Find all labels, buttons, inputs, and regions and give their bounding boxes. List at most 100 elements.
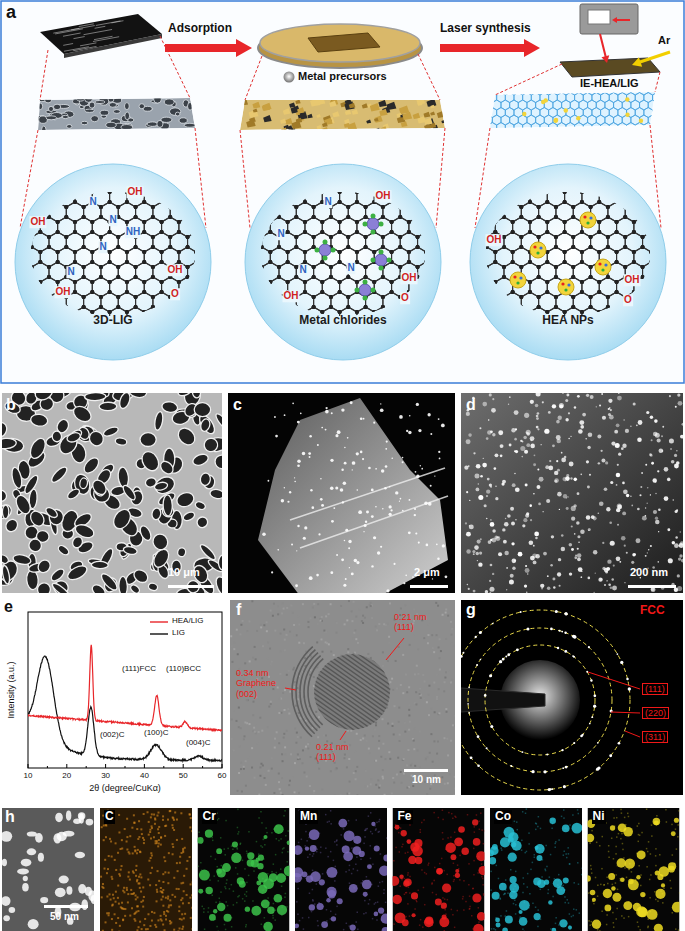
nanoparticle	[589, 474, 591, 476]
nanoparticle	[524, 450, 528, 454]
noise	[328, 643, 330, 645]
noise	[419, 693, 421, 695]
nanoparticle	[577, 553, 582, 558]
noise	[243, 738, 245, 740]
nanoparticle	[277, 549, 279, 551]
laser-window	[588, 10, 610, 24]
noise	[294, 762, 296, 764]
lattice-ring	[648, 130, 657, 140]
diffraction-spot	[477, 735, 480, 738]
nanoparticle	[377, 551, 380, 554]
noise	[294, 634, 296, 636]
noise	[426, 701, 428, 703]
lattice-ring	[492, 85, 501, 95]
nanoparticle	[523, 518, 527, 522]
nanoparticle	[501, 482, 504, 485]
noise	[362, 615, 364, 617]
eds-signal	[149, 831, 151, 833]
fringe	[303, 654, 405, 725]
pore	[36, 558, 53, 575]
nanoparticle	[375, 468, 377, 470]
leader-line	[588, 672, 640, 689]
pore	[200, 472, 212, 486]
noise	[419, 766, 421, 768]
zoom-line	[240, 130, 250, 228]
lattice-ring	[549, 138, 558, 148]
pore	[2, 420, 9, 440]
axis-tick	[47, 766, 48, 768]
lattice-ring	[644, 138, 653, 148]
stem-ground	[461, 393, 683, 593]
nanoparticle	[294, 481, 296, 483]
noise	[445, 638, 447, 640]
nanoparticle	[598, 462, 600, 464]
stem-image	[461, 393, 683, 593]
sheet-streak	[84, 29, 113, 34]
lattice-ring	[670, 138, 679, 148]
nanoparticle	[348, 540, 351, 543]
noise	[370, 783, 372, 785]
nanoparticle	[289, 491, 291, 493]
noise	[296, 732, 298, 734]
pore	[46, 116, 57, 120]
nanoparticle	[341, 408, 344, 411]
noise	[340, 605, 342, 607]
nanoparticle	[492, 433, 495, 436]
diffraction-spot	[562, 767, 564, 769]
noise	[277, 613, 279, 615]
diffraction-spot	[548, 788, 551, 791]
noise	[265, 784, 267, 786]
nanoparticle	[645, 507, 646, 508]
nanoparticle	[617, 396, 622, 401]
pore	[194, 402, 211, 417]
noise	[428, 623, 430, 625]
diffraction-spot	[510, 765, 512, 767]
lattice-ring	[627, 123, 636, 133]
nanoparticle	[325, 429, 327, 431]
pore	[213, 575, 222, 593]
eds-signal	[118, 831, 120, 833]
process-arrow	[165, 39, 252, 57]
nanoparticle	[596, 406, 597, 407]
diffraction-spot	[559, 630, 561, 632]
fringe	[274, 696, 376, 767]
diffraction-spot	[468, 687, 470, 689]
noise	[280, 633, 282, 635]
noise	[241, 791, 243, 793]
noise	[237, 722, 239, 724]
nanoparticle	[669, 439, 674, 444]
noise	[413, 740, 415, 742]
noise	[317, 736, 319, 738]
noise	[428, 694, 430, 696]
nanoparticle	[347, 437, 349, 439]
pore	[66, 487, 81, 501]
nanoparticle	[533, 463, 536, 466]
sheet-streak	[73, 46, 97, 50]
particle	[9, 907, 16, 913]
pore	[154, 411, 165, 431]
noise	[455, 715, 456, 717]
noise	[318, 768, 320, 770]
noise	[281, 753, 283, 755]
nanoparticle	[318, 533, 320, 535]
noise	[356, 766, 358, 768]
noise	[391, 678, 393, 680]
nanoparticle	[618, 453, 621, 456]
pore	[188, 102, 193, 110]
nanoparticle	[682, 423, 683, 426]
pore	[85, 393, 106, 401]
noise	[317, 623, 319, 625]
nanoparticle	[522, 441, 524, 443]
zoom-line	[245, 56, 262, 100]
nanoparticle	[657, 470, 659, 472]
nanoparticle	[380, 546, 382, 548]
curves	[28, 645, 222, 761]
nanoparticle	[667, 478, 671, 482]
nanoparticle	[303, 537, 306, 540]
nanoparticle	[386, 441, 388, 443]
noise	[280, 651, 282, 653]
flake	[316, 114, 320, 118]
noise	[261, 730, 263, 732]
nanoparticle	[575, 555, 577, 557]
noise	[321, 638, 323, 640]
